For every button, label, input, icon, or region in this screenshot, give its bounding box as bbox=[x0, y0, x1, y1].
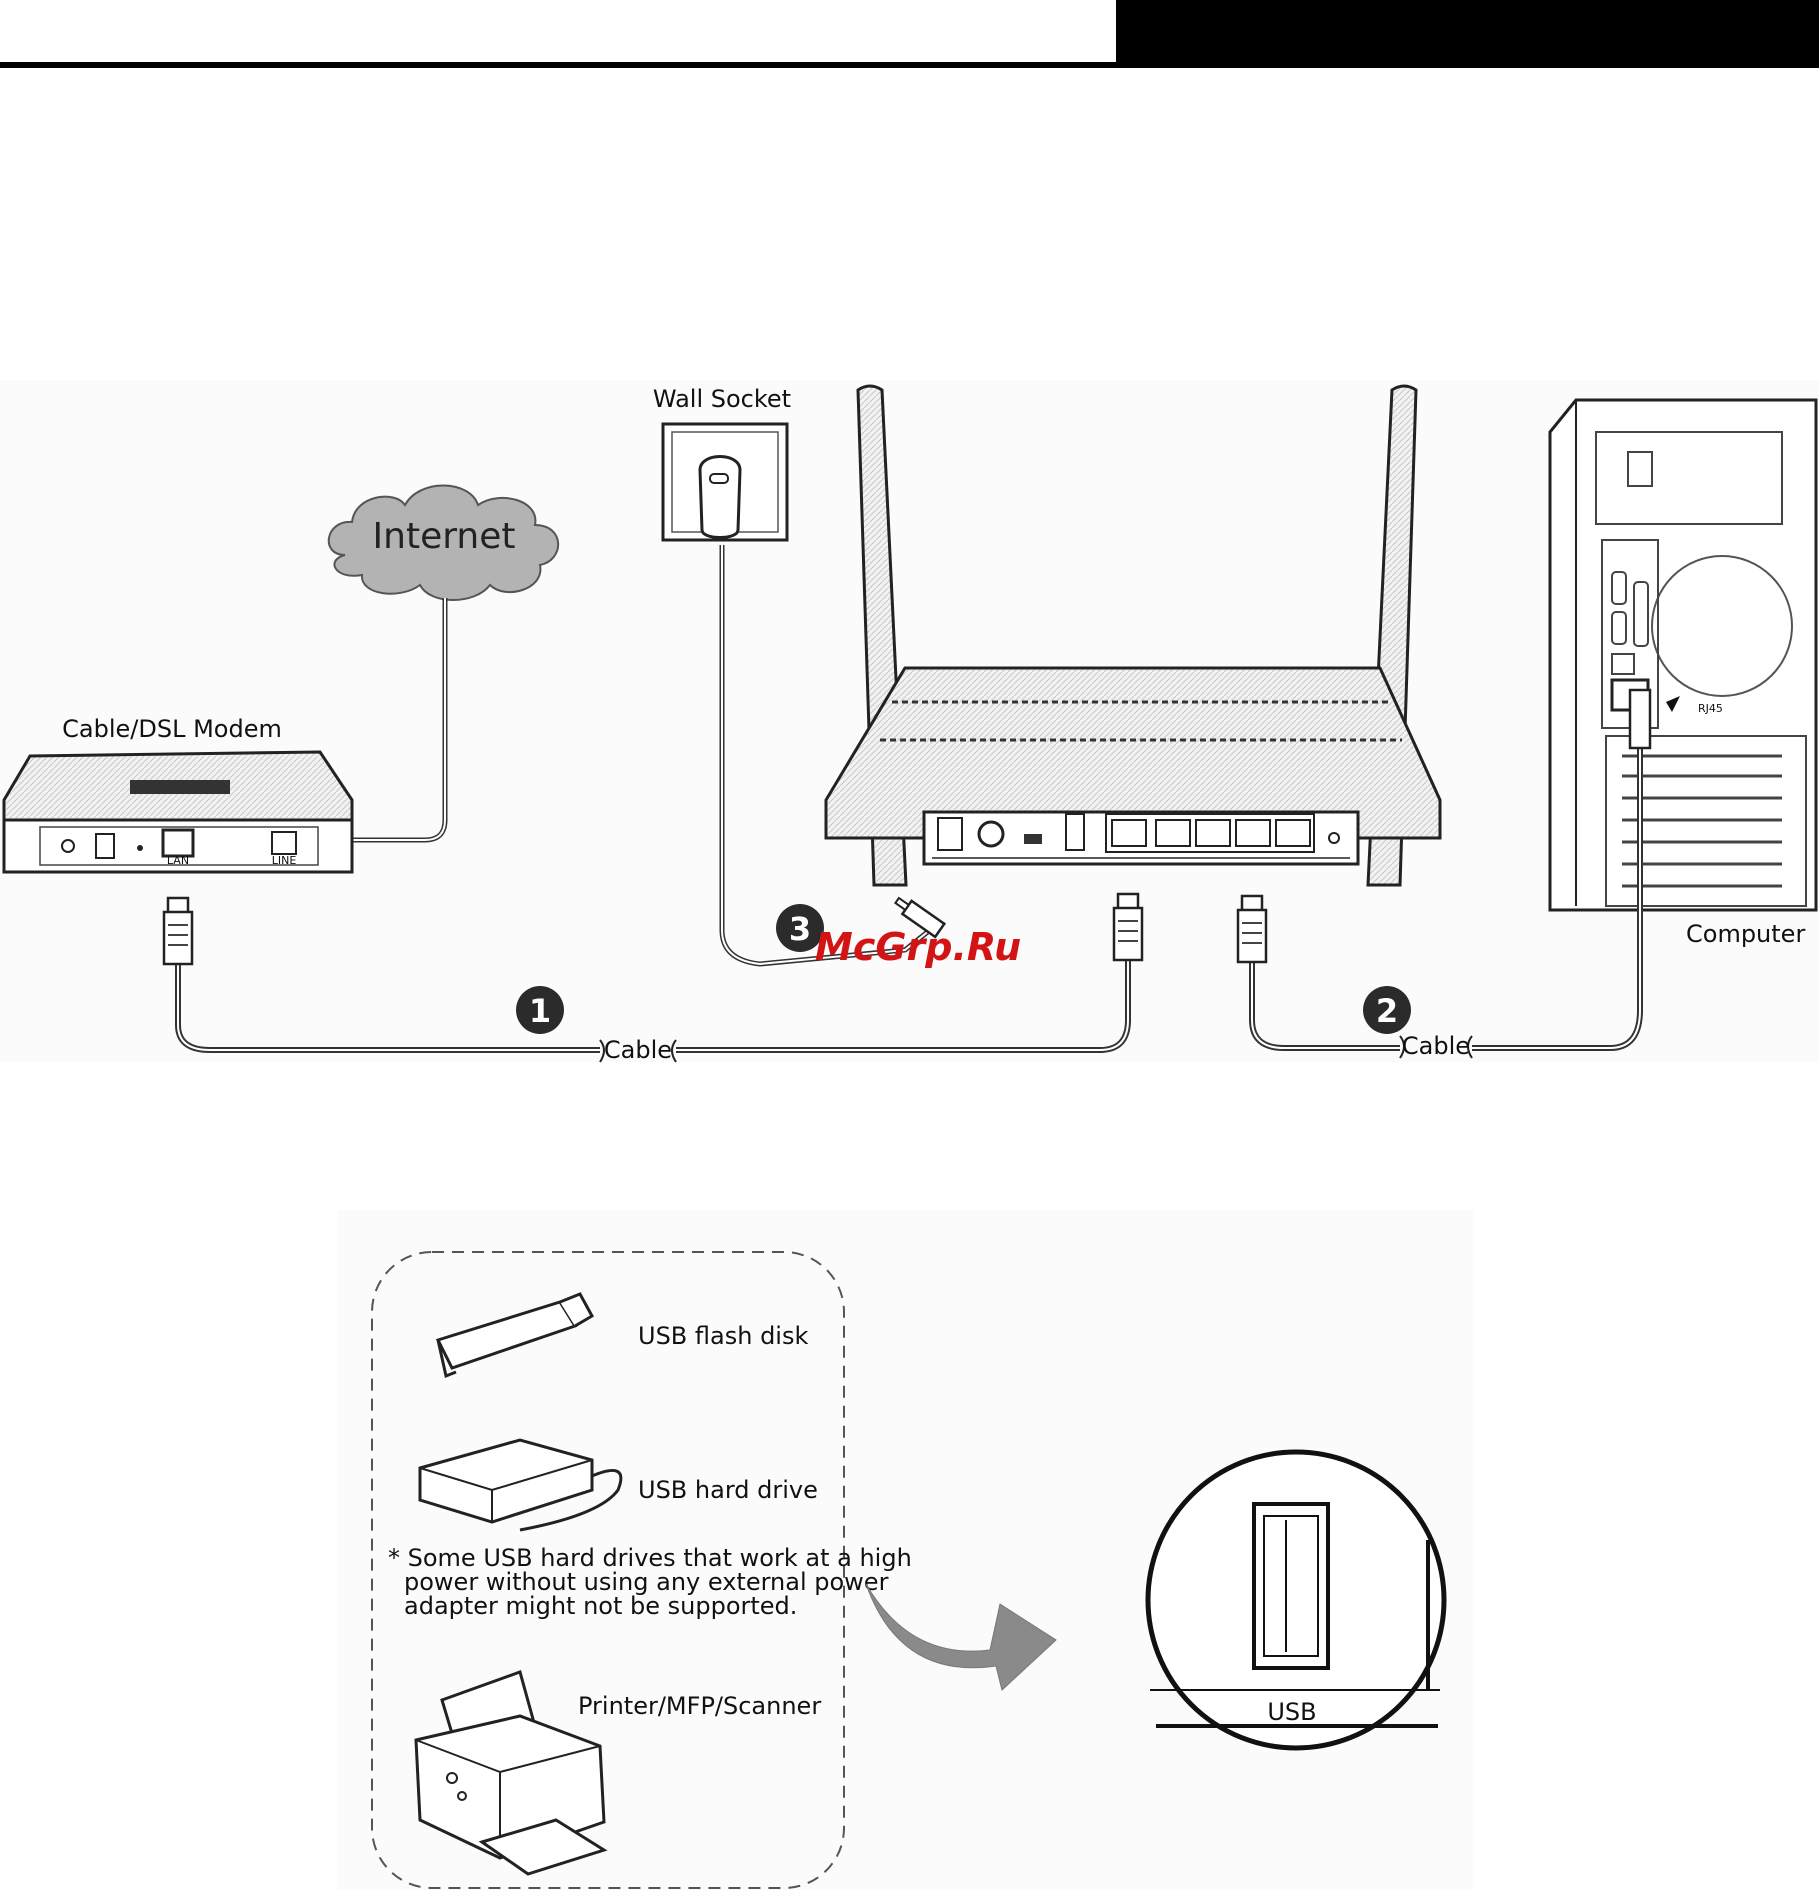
usb-flash-label: USB flash disk bbox=[638, 1322, 808, 1350]
svg-text:3: 3 bbox=[789, 910, 811, 948]
rj45-label: RJ45 bbox=[1698, 702, 1723, 715]
modem-lan-port bbox=[163, 830, 193, 856]
step-badge-2: 2 bbox=[1363, 986, 1411, 1034]
rj45-plug-router-lan bbox=[1238, 896, 1266, 962]
svg-text:1: 1 bbox=[529, 992, 551, 1030]
wall-socket: Wall Socket bbox=[653, 385, 791, 540]
modem-line-label: LINE bbox=[272, 854, 297, 867]
printer-icon bbox=[416, 1672, 604, 1874]
watermark-text: McGrp.Ru bbox=[815, 925, 1021, 969]
usb-port-icon bbox=[1254, 1504, 1328, 1668]
router-power-port bbox=[938, 818, 962, 850]
step-badge-1: 1 bbox=[516, 986, 564, 1034]
printer-label: Printer/MFP/Scanner bbox=[578, 1692, 821, 1720]
usb-port-zoom: USB bbox=[1148, 1452, 1444, 1748]
modem-label: Cable/DSL Modem bbox=[62, 715, 282, 743]
usb-hdd-label: USB hard drive bbox=[638, 1476, 818, 1504]
usb-flash-disk-icon bbox=[438, 1294, 592, 1376]
usb-hdd-note-line3: adapter might not be supported. bbox=[404, 1592, 797, 1620]
modem-line-port bbox=[272, 832, 296, 854]
usb-port-label: USB bbox=[1267, 1698, 1316, 1726]
cable-dsl-modem: Cable/DSL Modem LAN LINE bbox=[4, 715, 352, 872]
router-power-button bbox=[979, 822, 1003, 846]
computer: RJ45 Computer bbox=[1550, 400, 1816, 948]
internet-cloud: Internet bbox=[329, 485, 558, 600]
computer-label: Computer bbox=[1686, 920, 1805, 948]
wall-socket-label: Wall Socket bbox=[653, 385, 791, 413]
cable-1-label: Cable bbox=[604, 1036, 672, 1064]
rj45-plug-router-wan bbox=[1114, 894, 1142, 960]
power-adapter bbox=[700, 457, 740, 538]
modem-lan-label: LAN bbox=[167, 854, 189, 867]
svg-text:2: 2 bbox=[1376, 992, 1398, 1030]
usb-hard-drive-icon bbox=[420, 1440, 621, 1530]
rj45-plug-modem bbox=[164, 898, 192, 964]
router-usb-port bbox=[1066, 814, 1084, 850]
rj45-plug-computer bbox=[1630, 690, 1650, 748]
wireless-router bbox=[826, 386, 1440, 885]
cable-2-label: Cable bbox=[1402, 1032, 1470, 1060]
internet-label: Internet bbox=[373, 516, 516, 557]
curved-arrow-icon bbox=[866, 1584, 1056, 1690]
